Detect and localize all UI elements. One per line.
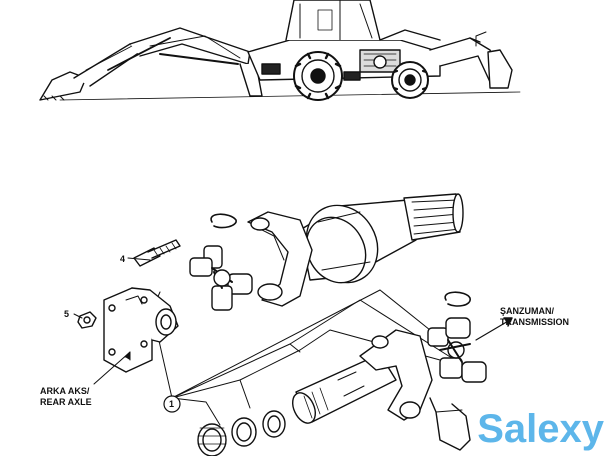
universal-joint-lower (427, 317, 487, 383)
callout-4: 4 (120, 254, 126, 264)
snap-ring-right (444, 291, 471, 307)
slip-yoke (359, 329, 433, 421)
nut-part-5 (77, 311, 97, 329)
transmission-label-en: TRANSMISSION (500, 317, 570, 327)
rear-axle-label: ARKA AKS/ REAR AXLE (40, 386, 92, 408)
rear-axle-flange-yoke (103, 287, 179, 373)
rear-axle-label-tr: ARKA AKS/ (40, 386, 90, 396)
transmission-direction-arrow (475, 317, 513, 341)
salexy-watermark: Salexy (477, 407, 604, 451)
backhoe-loader-illustration (39, 0, 521, 101)
u-bolt-strap (429, 397, 471, 451)
rear-axle-label-en: REAR AXLE (40, 397, 92, 407)
universal-joint-upper (189, 245, 253, 311)
propeller-shaft-tube (299, 193, 464, 284)
transmission-label: ŞANZUMAN/ TRANSMISSION (500, 306, 569, 328)
snap-ring-upper (210, 213, 237, 229)
front-yoke (247, 211, 313, 307)
callout-1: 1 (169, 399, 175, 409)
transmission-label-tr: ŞANZUMAN/ (500, 306, 554, 316)
slip-shaft-tube (291, 353, 397, 424)
seal-rings (197, 410, 286, 456)
callout-circle-1 (163, 395, 181, 413)
bolt-part-4 (133, 239, 181, 267)
label-leader-arrows (73, 257, 151, 385)
callout-5: 5 (64, 309, 70, 319)
